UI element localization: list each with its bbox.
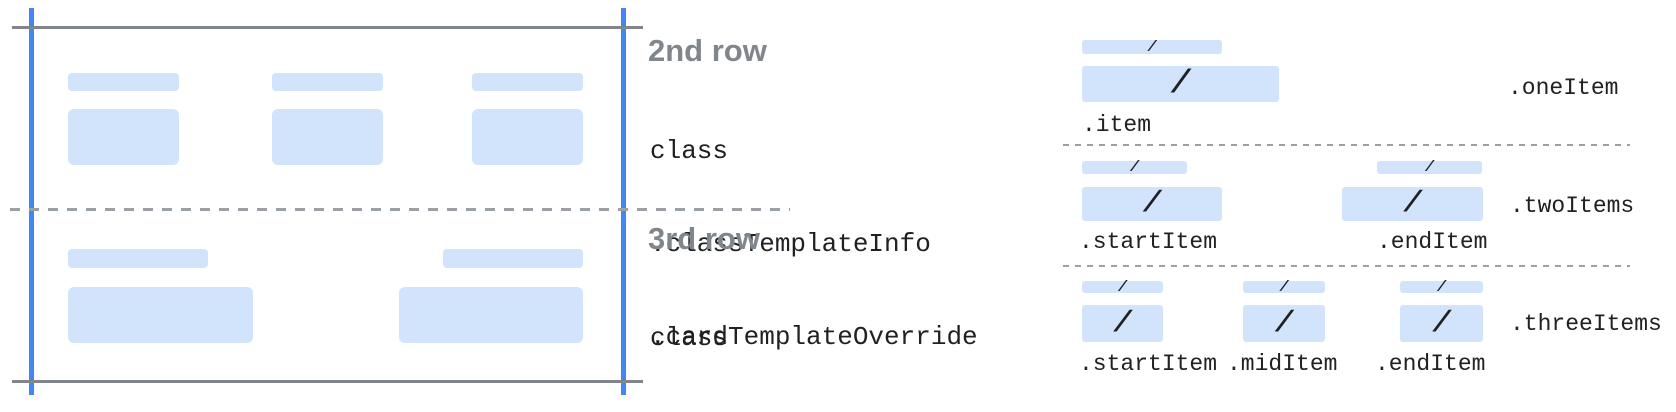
one-item-label-bar: /	[1082, 38, 1222, 56]
two-items-template-label: .twoItems	[1510, 193, 1635, 219]
slash-glyph: /	[1424, 159, 1434, 176]
legend-separator-2	[1063, 265, 1630, 267]
row3-class-path: class .classTemplateInfo .cardTemplateOv…	[650, 261, 1024, 412]
slash-glyph: /	[1117, 278, 1127, 296]
slash-glyph: /	[1403, 187, 1422, 221]
row3-start-value-placeholder	[68, 287, 253, 343]
row3-heading: 3rd row	[648, 221, 760, 256]
legend-separator-1	[1063, 144, 1630, 146]
card-bottom-edge-guide	[12, 380, 643, 383]
three-items-mid-value-bar: /	[1243, 305, 1325, 342]
one-item-value-bar: /	[1082, 66, 1279, 102]
row2-col3-label-placeholder	[472, 73, 583, 91]
row2-col2-label-placeholder	[272, 73, 383, 91]
end-item-field-label: .endItem	[1375, 351, 1486, 377]
row3-start-label-placeholder	[68, 249, 208, 268]
row2-col1-value-placeholder	[68, 109, 179, 165]
slash-glyph: /	[1436, 278, 1446, 296]
slash-glyph: /	[1432, 306, 1451, 341]
slash-glyph: /	[1129, 159, 1139, 176]
slash-glyph: /	[1274, 306, 1293, 341]
code-line: class	[650, 323, 729, 353]
row2-class-path: class .classTemplateInfo .cardTemplateOv…	[650, 74, 1024, 412]
three-items-end-value-bar: /	[1400, 305, 1483, 342]
two-items-start-value-bar: /	[1082, 187, 1222, 221]
card-left-edge-guide	[29, 8, 34, 395]
three-items-end-label-bar: /	[1400, 278, 1483, 296]
one-item-template-label: .oneItem	[1508, 75, 1619, 101]
two-items-end-label-bar: /	[1377, 159, 1482, 176]
start-item-field-label: .startItem	[1079, 351, 1218, 377]
two-items-start-label-bar: /	[1082, 159, 1187, 176]
slash-glyph: /	[1142, 187, 1161, 221]
three-items-mid-label-bar: /	[1243, 278, 1325, 296]
code-line: class	[650, 136, 729, 166]
slash-glyph: /	[1147, 38, 1157, 56]
row3-end-label-placeholder	[443, 249, 583, 268]
item-field-label: .item	[1082, 112, 1152, 138]
code-line: .cardTemplateOverride	[650, 322, 978, 352]
row3-end-value-placeholder	[399, 287, 583, 343]
three-items-start-value-bar: /	[1082, 305, 1163, 342]
card-right-edge-guide	[621, 8, 626, 395]
row2-col1-label-placeholder	[68, 73, 179, 91]
row-divider-dashed-line	[10, 208, 790, 211]
slash-glyph: /	[1170, 65, 1191, 102]
end-item-field-label: .endItem	[1377, 229, 1488, 255]
row2-col2-value-placeholder	[272, 109, 383, 165]
code-line: .classTemplateInfo	[650, 229, 931, 259]
mid-item-field-label: .midItem	[1227, 351, 1338, 377]
slash-glyph: /	[1279, 278, 1289, 296]
three-items-template-label: .threeItems	[1510, 311, 1662, 337]
row2-col3-value-placeholder	[472, 109, 583, 165]
slash-glyph: /	[1113, 306, 1132, 341]
three-items-start-label-bar: /	[1082, 278, 1163, 296]
start-item-field-label: .startItem	[1079, 229, 1218, 255]
row2-heading: 2nd row	[648, 33, 767, 68]
two-items-end-value-bar: /	[1342, 187, 1483, 221]
card-top-edge-guide	[12, 26, 643, 29]
